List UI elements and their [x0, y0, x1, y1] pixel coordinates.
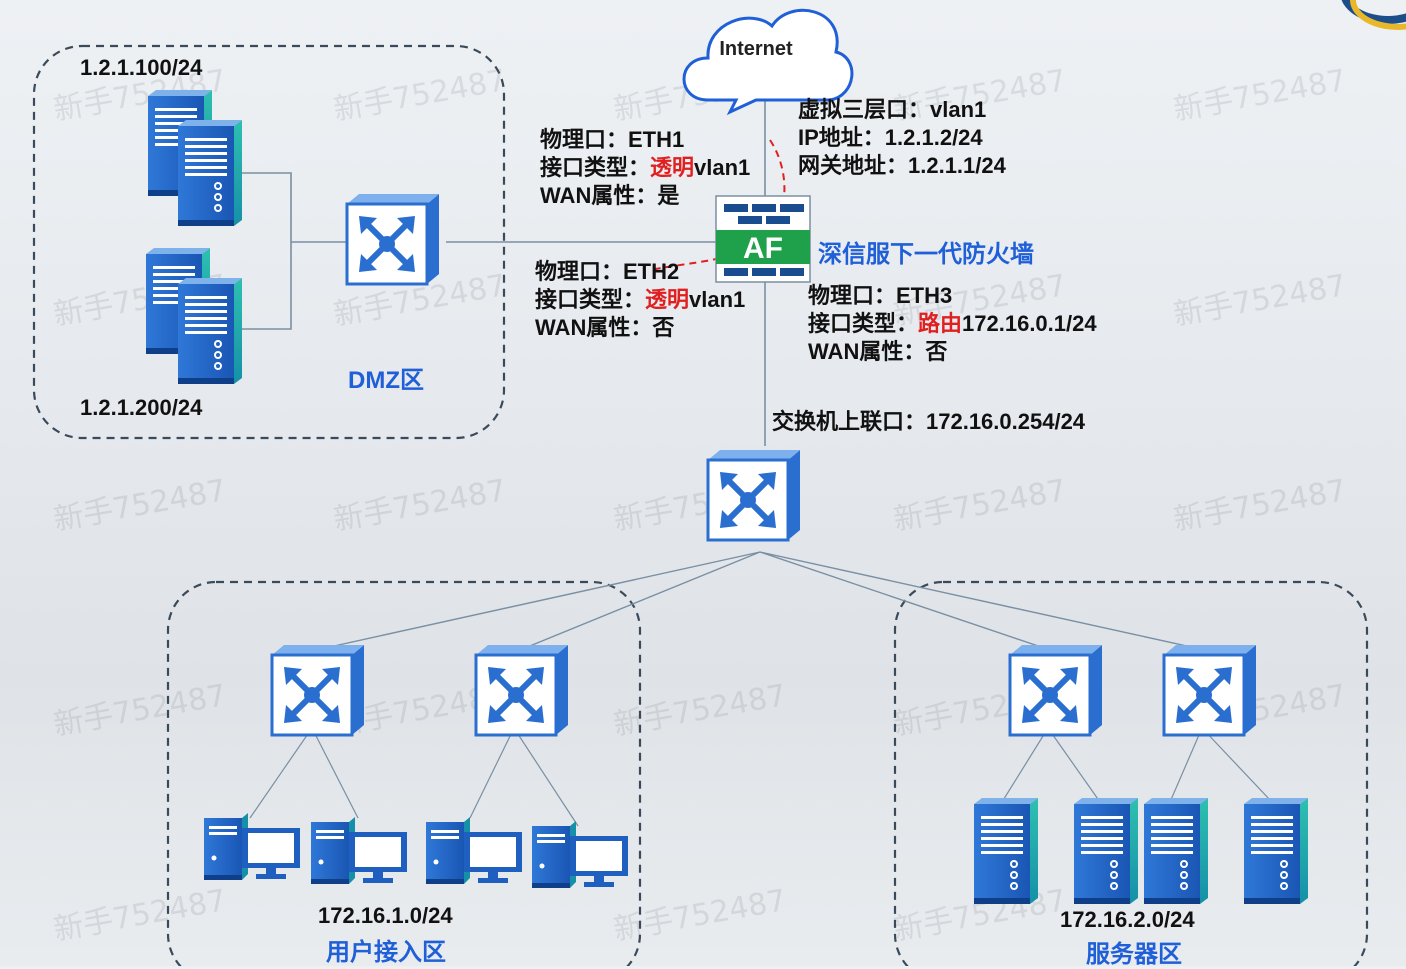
vlan-interface-label: 虚拟三层口：vlan1 IP地址：1.2.1.2/24 网关地址：1.2.1.1… — [798, 96, 1006, 180]
eth1-physical: 物理口：ETH1 — [540, 127, 685, 152]
eth2-label: 物理口：ETH2 接口类型：透明vlan1 WAN属性：否 — [535, 258, 745, 342]
desktop-pc-icon — [204, 813, 300, 880]
access-switch-icon — [476, 645, 568, 735]
access-switch-icon — [1164, 645, 1256, 735]
firewall-icon — [715, 195, 811, 283]
eth3-label: 物理口：ETH3 接口类型：路由172.16.0.1/24 WAN属性：否 — [808, 282, 1097, 366]
eth3-type: 接口类型：路由172.16.0.1/24 — [808, 311, 1097, 336]
user-zone-label: 用户接入区 — [326, 939, 446, 966]
eth1-type: 接口类型：透明vlan1 — [540, 155, 751, 180]
core-links — [315, 551, 1206, 651]
server-zone-subnet: 172.16.2.0/24 — [1060, 907, 1195, 932]
dmz-server-ip-bottom: 1.2.1.200/24 — [80, 395, 203, 420]
vlan-ip: IP地址：1.2.1.2/24 — [798, 125, 983, 150]
access-links — [249, 727, 1273, 827]
eth2-wan: WAN属性：否 — [535, 315, 675, 340]
firewall-title: 深信服下一代防火墙 — [818, 241, 1034, 268]
eth1-wan: WAN属性：是 — [540, 183, 680, 208]
dmz-zone-boundary — [32, 44, 506, 440]
rack-server-icon — [1143, 797, 1209, 905]
dmz-zone-label: DMZ区 — [348, 367, 424, 394]
user-zone-boundary — [166, 580, 642, 966]
rack-server-icon — [1243, 797, 1309, 905]
vlan-gateway: 网关地址：1.2.1.1/24 — [798, 153, 1006, 178]
firewall-badge: AF — [743, 232, 783, 265]
desktop-pc-icon — [311, 817, 407, 884]
access-switch-icon — [272, 645, 364, 735]
user-zone-subnet: 172.16.1.0/24 — [318, 903, 453, 928]
core-switch-icon — [708, 450, 800, 540]
eth3-physical: 物理口：ETH3 — [808, 283, 953, 308]
dmz-server-icon — [177, 277, 243, 385]
eth1-label: 物理口：ETH1 接口类型：透明vlan1 WAN属性：是 — [540, 126, 750, 210]
vlan-name: 虚拟三层口：vlan1 — [798, 97, 987, 122]
access-switch-icon — [1010, 645, 1102, 735]
eth3-wan: WAN属性：否 — [808, 339, 948, 364]
server-zone-label: 服务器区 — [1086, 941, 1182, 968]
uplink-label: 交换机上联口：172.16.0.254/24 — [772, 409, 1086, 434]
eth2-type: 接口类型：透明vlan1 — [535, 287, 746, 312]
dmz-server-icon — [177, 119, 243, 227]
internet-label: Internet — [719, 38, 793, 60]
internet-cloud-icon — [682, 9, 854, 116]
eth2-physical: 物理口：ETH2 — [535, 259, 680, 284]
desktop-pc-icon — [426, 817, 522, 884]
rack-server-icon — [973, 797, 1039, 905]
dmz-server-ip-top: 1.2.1.100/24 — [80, 55, 203, 80]
dmz-links — [236, 100, 766, 446]
dmz-switch-icon — [347, 194, 439, 284]
rack-server-icon — [1073, 797, 1139, 905]
desktop-pc-icon — [532, 821, 628, 888]
server-zone-boundary — [893, 580, 1369, 966]
